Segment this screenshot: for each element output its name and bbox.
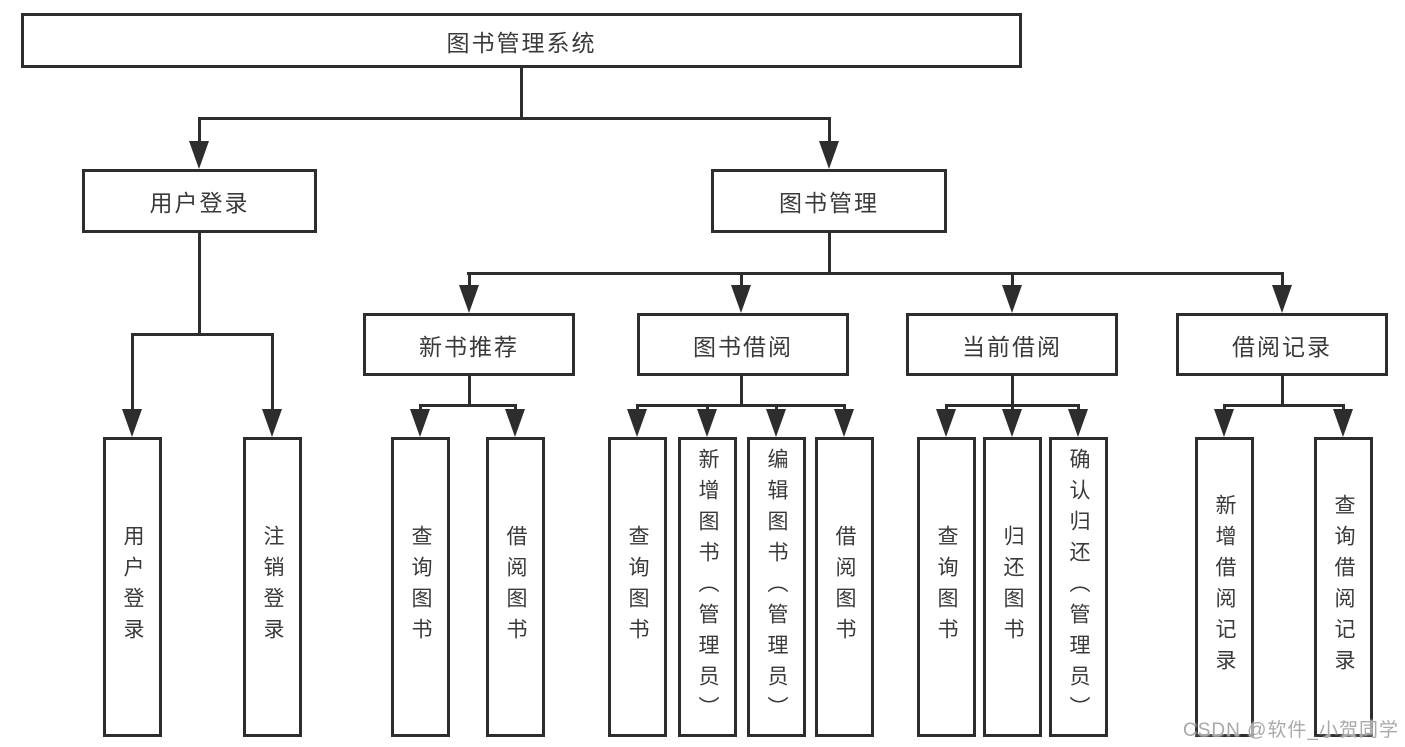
node-label: 编辑图书（管理员） [765,447,788,727]
arrowhead-down-icon [731,285,751,313]
node-user-login: 用户登录 [82,169,317,233]
node-leaf-query-books-3: 查询图书 [917,437,976,737]
connector-line [1011,272,1014,288]
node-label: 查询图书 [409,525,432,649]
connector-line [419,404,517,407]
node-label: 借阅图书 [833,525,856,649]
arrowhead-down-icon [1002,285,1022,313]
arrowhead-down-icon [697,409,717,437]
connector-line [520,68,523,120]
arrowhead-down-icon [936,409,956,437]
connector-line [1223,404,1345,407]
arrowhead-down-icon [1068,409,1088,437]
arrowhead-down-icon [262,409,282,437]
node-label: 图书管理系统 [446,29,597,56]
connector-line [828,233,831,275]
node-leaf-edit-books-admin: 编辑图书（管理员） [747,437,806,737]
connector-line [1011,376,1014,407]
connector-line [198,117,201,143]
node-label: 图书借阅 [693,333,793,360]
connector-line [514,404,517,412]
connector-line [468,376,471,407]
arrowhead-down-icon [766,409,786,437]
arrowhead-down-icon [189,141,209,169]
connector-line [775,404,778,412]
connector-line [131,333,274,336]
node-label: 归还图书 [1001,525,1024,649]
node-new-book-recommend: 新书推荐 [363,313,575,376]
node-leaf-logout: 注销登录 [243,437,302,737]
node-label: 查询图书 [626,525,649,649]
node-label: 借阅图书 [504,525,527,649]
connector-line [468,272,471,288]
connector-line [198,233,201,336]
arrowhead-down-icon [459,285,479,313]
node-label: 查询借阅记录 [1332,494,1355,680]
node-label: 查询图书 [935,525,958,649]
node-label: 新增图书（管理员） [696,447,719,727]
node-book-borrowing: 图书借阅 [637,313,849,376]
connector-line [828,117,831,143]
connector-line [636,404,845,407]
connector-line [419,404,422,412]
node-label: 用户登录 [121,525,144,649]
connector-line [1223,404,1226,412]
node-label: 新增借阅记录 [1213,494,1236,680]
connector-line [740,376,743,407]
node-label: 确认归还（管理员） [1067,447,1090,727]
node-leaf-user-login: 用户登录 [103,437,162,737]
node-leaf-query-borrow-record: 查询借阅记录 [1314,437,1373,737]
node-current-borrowing: 当前借阅 [906,313,1118,376]
node-leaf-borrow-books-2: 借阅图书 [815,437,874,737]
connector-line [131,333,134,413]
node-label: 注销登录 [261,525,284,649]
arrowhead-down-icon [834,409,854,437]
arrowhead-down-icon [505,409,525,437]
node-leaf-return-books: 归还图书 [983,437,1042,737]
node-leaf-query-books-1: 查询图书 [391,437,450,737]
connector-line [198,117,831,120]
arrowhead-down-icon [1002,409,1022,437]
connector-line [271,333,274,413]
node-book-management: 图书管理 [711,169,947,233]
connector-line [1077,404,1080,412]
connector-line [1281,376,1284,407]
connector-line [843,404,846,412]
arrowhead-down-icon [627,409,647,437]
node-borrowing-records: 借阅记录 [1176,313,1388,376]
arrowhead-down-icon [819,141,839,169]
connector-line [636,404,639,412]
node-label: 当前借阅 [962,333,1062,360]
node-label: 新书推荐 [419,333,519,360]
connector-line [740,272,743,288]
connector-line [467,272,1284,275]
connector-line [945,404,948,412]
node-label: 用户登录 [149,190,250,216]
node-leaf-borrow-books-1: 借阅图书 [486,437,545,737]
arrowhead-down-icon [122,409,142,437]
node-library-management-system: 图书管理系统 [21,13,1022,68]
arrowhead-down-icon [410,409,430,437]
connector-line [706,404,709,412]
arrowhead-down-icon [1214,409,1234,437]
node-leaf-confirm-return-admin: 确认归还（管理员） [1049,437,1108,737]
arrowhead-down-icon [1333,409,1353,437]
watermark: CSDN @软件_小贺同学 [1183,720,1399,741]
node-leaf-add-borrow-record: 新增借阅记录 [1195,437,1254,737]
connector-line [1011,404,1014,412]
connector-line [1281,272,1284,288]
node-leaf-add-books-admin: 新增图书（管理员） [678,437,737,737]
connector-line [1342,404,1345,412]
arrowhead-down-icon [1272,285,1292,313]
node-label: 借阅记录 [1232,333,1332,360]
node-label: 图书管理 [779,190,879,216]
node-leaf-query-books-2: 查询图书 [608,437,667,737]
